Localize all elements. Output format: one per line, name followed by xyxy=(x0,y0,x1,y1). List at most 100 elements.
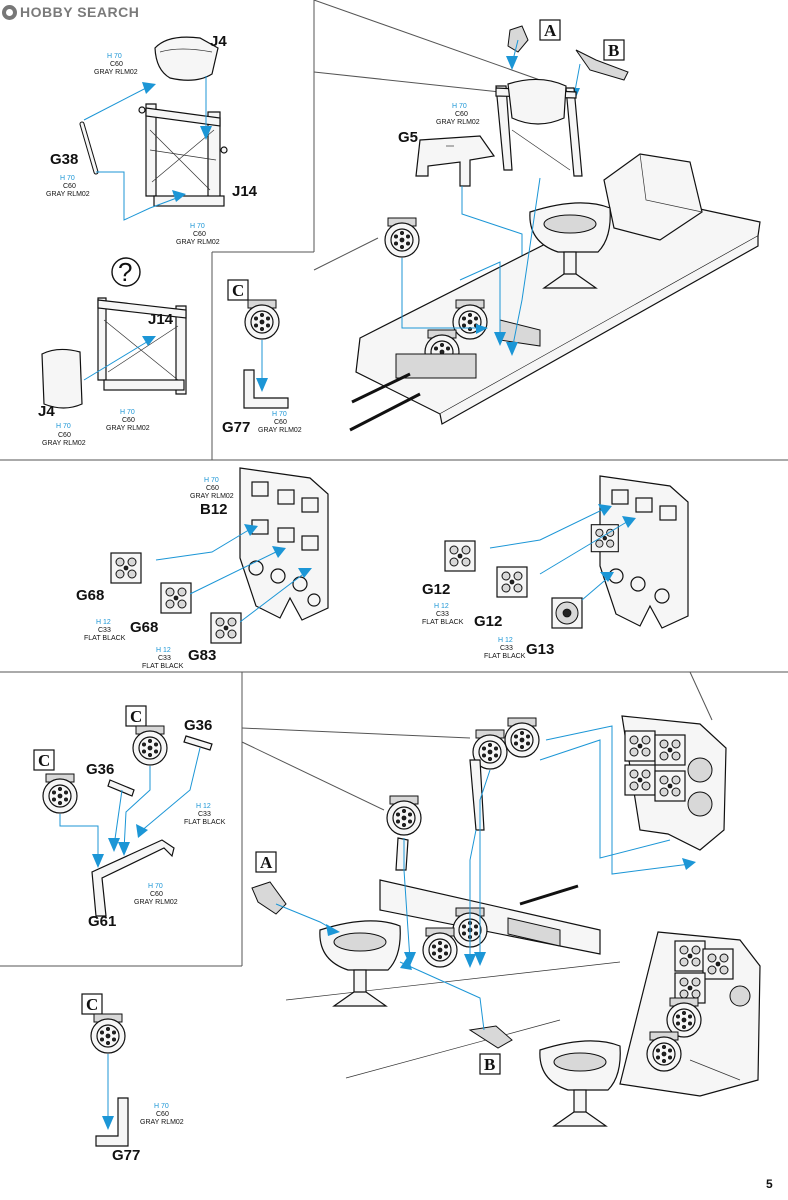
svg-text:H 70: H 70 xyxy=(204,477,219,484)
label-g12-a: G12 xyxy=(422,581,450,598)
svg-text:H 70: H 70 xyxy=(148,883,163,890)
color-callout-g38: H 70 C60 GRAY RLM02 xyxy=(46,175,90,198)
svg-text:GRAY RLM02: GRAY RLM02 xyxy=(436,119,480,126)
gauge-part-g12-a xyxy=(444,540,476,572)
panel-part-b12 xyxy=(239,467,329,621)
svg-text:H 70: H 70 xyxy=(56,423,71,430)
svg-text:FLAT BLACK: FLAT BLACK xyxy=(484,653,526,660)
color-callout-black-g13: H 12 C33 FLAT BLACK xyxy=(484,637,526,660)
svg-text:GRAY RLM02: GRAY RLM02 xyxy=(46,191,90,198)
svg-text:H 12: H 12 xyxy=(434,603,449,610)
svg-text:GRAY RLM02: GRAY RLM02 xyxy=(106,425,150,432)
step-cockpit-main: A B G5 H 70 C60 GRAY RLM02 xyxy=(349,19,761,432)
color-callout-g5: H 70 C60 GRAY RLM02 xyxy=(436,103,480,126)
subassembly-c-lower: C G77 H 70 C60 GRAY RLM02 xyxy=(81,993,184,1164)
svg-text:B: B xyxy=(608,41,619,60)
gauge-part-g12-b xyxy=(496,566,528,598)
svg-text:GRAY RLM02: GRAY RLM02 xyxy=(42,440,86,447)
svg-text:C: C xyxy=(38,751,50,770)
color-callout-j14: H 70 C60 GRAY RLM02 xyxy=(176,223,220,246)
label-g36-a: G36 xyxy=(184,717,212,734)
svg-text:A: A xyxy=(544,21,557,40)
label-g68-b: G68 xyxy=(130,619,158,636)
panel-assembled-right xyxy=(590,475,689,629)
label-j14-top: J14 xyxy=(232,183,258,200)
svg-text:C60: C60 xyxy=(274,419,287,426)
svg-text:FLAT BLACK: FLAT BLACK xyxy=(184,819,226,826)
label-g77-upper: G77 xyxy=(222,419,250,436)
svg-text:H 70: H 70 xyxy=(107,53,122,60)
svg-text:FLAT BLACK: FLAT BLACK xyxy=(142,663,184,670)
svg-text:C60: C60 xyxy=(193,231,206,238)
color-callout-b12: H 70 C60 GRAY RLM02 xyxy=(190,477,234,500)
gauge-part-g68-a xyxy=(110,552,142,584)
label-g13: G13 xyxy=(526,641,554,658)
svg-text:C33: C33 xyxy=(98,627,111,634)
label-b12: B12 xyxy=(200,501,228,518)
svg-text:GRAY RLM02: GRAY RLM02 xyxy=(176,239,220,246)
svg-text:C33: C33 xyxy=(500,645,513,652)
loose-ammo-drum xyxy=(384,217,420,258)
svg-text:H 70: H 70 xyxy=(154,1103,169,1110)
svg-text:GRAY RLM02: GRAY RLM02 xyxy=(94,69,138,76)
alternate-option: ? J14 J4 H 70 C60 GRAY RLM02 H 70 C60 GR… xyxy=(38,257,187,447)
part-g5 xyxy=(415,135,496,187)
part-g36-a xyxy=(183,735,213,751)
color-callout-black-g36: H 12 C33 FLAT BLACK xyxy=(184,803,226,826)
gauge-part-g83 xyxy=(210,612,242,644)
svg-text:GRAY RLM02: GRAY RLM02 xyxy=(258,427,302,434)
label-j14-alt: J14 xyxy=(148,311,174,328)
svg-text:C60: C60 xyxy=(122,417,135,424)
svg-text:H 70: H 70 xyxy=(190,223,205,230)
svg-text:GRAY RLM02: GRAY RLM02 xyxy=(134,899,178,906)
svg-text:FLAT BLACK: FLAT BLACK xyxy=(422,619,464,626)
color-callout-black-g83: H 12 C33 FLAT BLACK xyxy=(142,647,184,670)
hobbysearch-logo-icon xyxy=(2,4,17,20)
svg-text:C33: C33 xyxy=(436,611,449,618)
panel-dividers xyxy=(0,0,788,967)
rack-part-g61 xyxy=(91,839,175,917)
cockpit-final-inset xyxy=(539,931,761,1127)
svg-text:H 70: H 70 xyxy=(120,409,135,416)
step-seat-frame: J4 J14 G38 H 70 C60 GRAY RLM02 H 70 xyxy=(46,33,258,246)
svg-text:C60: C60 xyxy=(150,891,163,898)
color-callout-g61: H 70 C60 GRAY RLM02 xyxy=(134,883,178,906)
svg-text:H 70: H 70 xyxy=(60,175,75,182)
svg-text:H 12: H 12 xyxy=(196,803,211,810)
label-g83: G83 xyxy=(188,647,216,664)
svg-text:C60: C60 xyxy=(63,183,76,190)
frame-part-j14 xyxy=(138,103,228,207)
svg-text:C: C xyxy=(130,707,142,726)
svg-text:GRAY RLM02: GRAY RLM02 xyxy=(140,1119,184,1126)
svg-text:FLAT BLACK: FLAT BLACK xyxy=(84,635,126,642)
gauge-part-g13 xyxy=(551,597,583,629)
svg-text:B: B xyxy=(484,1055,495,1074)
svg-text:C60: C60 xyxy=(206,485,219,492)
svg-text:C60: C60 xyxy=(58,432,71,439)
svg-text:GRAY RLM02: GRAY RLM02 xyxy=(190,493,234,500)
color-callout-j4-alt: H 70 C60 GRAY RLM02 xyxy=(42,423,86,447)
svg-text:H 12: H 12 xyxy=(498,637,513,644)
svg-text:H 70: H 70 xyxy=(452,103,467,110)
part-g36-b xyxy=(107,779,135,797)
step-cockpit-final: A B xyxy=(251,715,761,1127)
svg-text:C60: C60 xyxy=(156,1111,169,1118)
label-g61: G61 xyxy=(88,913,116,930)
page-number: 5 xyxy=(766,1177,773,1191)
svg-text:A: A xyxy=(260,853,273,872)
svg-text:C60: C60 xyxy=(455,111,468,118)
svg-text:C60: C60 xyxy=(110,61,123,68)
label-j4-top: J4 xyxy=(210,33,227,50)
label-g5: G5 xyxy=(398,129,418,146)
color-callout-black-g12: H 12 C33 FLAT BLACK xyxy=(422,603,464,626)
label-g38: G38 xyxy=(50,151,78,168)
label-j4-alt: J4 xyxy=(38,403,55,420)
color-callout-g77-lower: H 70 C60 GRAY RLM02 xyxy=(140,1103,184,1126)
color-callout-j4: H 70 C60 GRAY RLM02 xyxy=(94,53,138,76)
frame-part-j14-alt xyxy=(97,297,187,395)
headrest-part-j4 xyxy=(154,36,219,81)
label-g68-a: G68 xyxy=(76,587,104,604)
color-callout-g77-upper: H 70 C60 GRAY RLM02 xyxy=(258,411,302,434)
step-instrument-panel: B12 H 70 C60 GRAY RLM02 G68 G68 G83 H 12… xyxy=(76,467,689,670)
